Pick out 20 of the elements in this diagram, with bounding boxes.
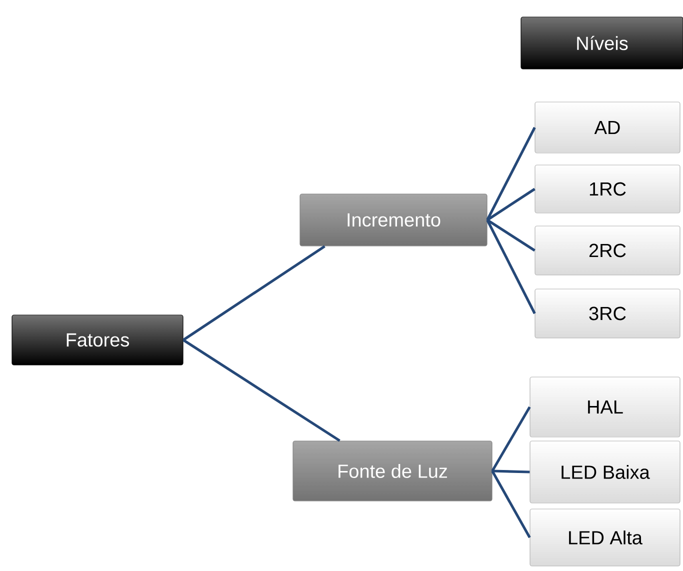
- level-box: LED Alta: [530, 508, 680, 566]
- header-box: Níveis: [520, 16, 683, 70]
- connector-line: [182, 338, 340, 442]
- level-box: AD: [534, 102, 680, 154]
- level-box: 1RC: [534, 164, 680, 214]
- connector-line: [486, 126, 536, 221]
- header-box: Fatores: [12, 314, 184, 366]
- connector-line: [486, 219, 536, 314]
- connector-line: [486, 218, 536, 252]
- connector-line: [486, 188, 536, 222]
- connector-line: [491, 406, 531, 472]
- connector-line: [492, 470, 530, 474]
- level-box: 2RC: [534, 226, 680, 276]
- connector-line: [491, 470, 531, 538]
- level-box: 3RC: [534, 288, 680, 338]
- category-box: Fonte de Luz: [292, 440, 492, 502]
- level-box: LED Baixa: [530, 440, 680, 504]
- category-box: Incremento: [300, 194, 488, 246]
- connector-line: [182, 245, 326, 342]
- level-box: HAL: [530, 376, 680, 438]
